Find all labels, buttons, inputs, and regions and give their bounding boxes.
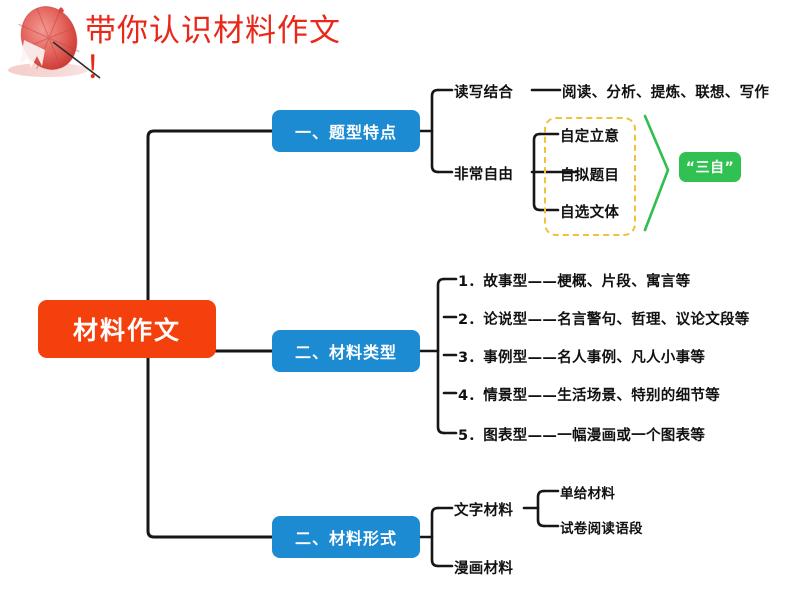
list-item: 3．事例型——名人事例、凡人小事等 bbox=[458, 350, 706, 366]
branch-node-3-label: 二、材料形式 bbox=[294, 529, 397, 548]
leaf-duxie-jiehe: 读写结合 bbox=[454, 85, 514, 101]
list-item: 2．论说型——名言警句、哲理、议论文段等 bbox=[458, 312, 750, 328]
branch-node-1-label: 一、题型特点 bbox=[294, 123, 397, 142]
leaf-duxie-jiehe-detail: 阅读、分析、提炼、联想、写作 bbox=[562, 85, 770, 101]
list-item: 5．图表型——一幅漫画或一个图表等 bbox=[458, 428, 706, 444]
leaf-zixuan-wenti: 自选文体 bbox=[560, 205, 620, 221]
leaf-manhua-cailiao: 漫画材料 bbox=[454, 561, 514, 577]
branch-node-2[interactable]: 二、材料类型 bbox=[272, 330, 420, 372]
red-parasol-icon bbox=[4, 2, 108, 82]
root-node[interactable]: 材料作文 bbox=[38, 300, 216, 358]
leaf-ziding-liyi: 自定立意 bbox=[560, 129, 620, 145]
sanzi-badge[interactable]: “三自” bbox=[679, 152, 741, 182]
list-item: 1．故事型——梗概、片段、寓言等 bbox=[458, 274, 691, 290]
branch-node-3[interactable]: 二、材料形式 bbox=[272, 516, 420, 558]
branch-node-2-label: 二、材料类型 bbox=[294, 343, 397, 362]
list-item: 4．情景型——生活场景、特别的细节等 bbox=[458, 388, 720, 404]
sanzi-badge-label: “三自” bbox=[685, 160, 735, 176]
leaf-feichang-ziyou: 非常自由 bbox=[454, 167, 514, 183]
leaf-zini-timu: 自拟题目 bbox=[560, 168, 620, 184]
page-title: 带你认识材料作文 ！ bbox=[85, 12, 505, 84]
page-title-exclamation: ！ bbox=[85, 49, 116, 86]
sanzi-group-box bbox=[544, 117, 636, 236]
page-title-text: 带你认识材料作文 bbox=[85, 13, 341, 49]
leaf-wenzi-cailiao: 文字材料 bbox=[454, 503, 514, 519]
root-node-label: 材料作文 bbox=[72, 316, 181, 345]
branch-node-1[interactable]: 一、题型特点 bbox=[272, 110, 420, 152]
leaf-dangei-cailiao: 单给材料 bbox=[560, 486, 616, 502]
leaf-shijuan-yuedu-yuduan: 试卷阅读语段 bbox=[560, 521, 643, 537]
